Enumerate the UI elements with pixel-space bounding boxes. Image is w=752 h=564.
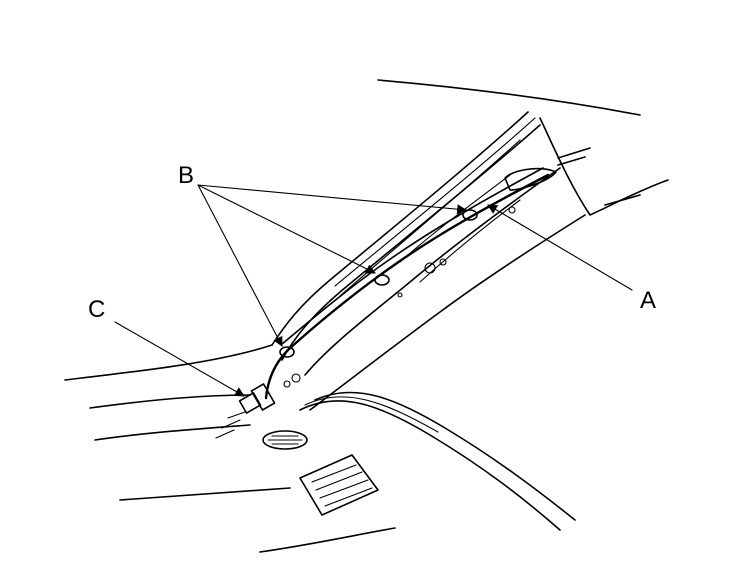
callout-lines <box>114 184 633 397</box>
harness-clips <box>279 209 478 358</box>
callout-label-a: A <box>640 287 656 314</box>
callout-label-c: C <box>88 296 105 323</box>
a-pillar <box>271 111 586 411</box>
connector <box>238 383 276 414</box>
side-air-vent <box>299 454 379 516</box>
clip-upper <box>462 209 478 221</box>
dashboard <box>64 344 576 553</box>
speaker-grille <box>262 430 308 450</box>
pillar-holes <box>283 206 516 388</box>
callout-label-b: B <box>178 162 194 189</box>
clip-middle <box>374 274 390 286</box>
wire-harness <box>264 167 557 400</box>
roof-outline <box>377 79 669 216</box>
clip-lower <box>279 346 295 358</box>
door-edge-strokes <box>557 147 641 206</box>
